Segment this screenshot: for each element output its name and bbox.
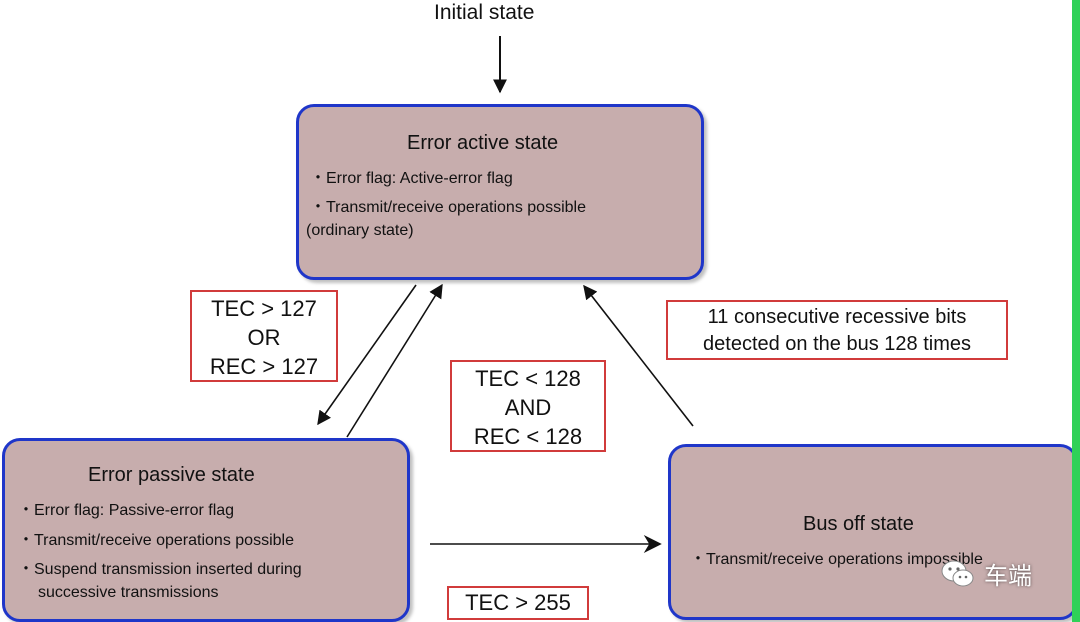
- error-passive-bullet-1: ・Error flag: Passive-error flag: [18, 502, 235, 519]
- condition-tec-rec-under-128: TEC < 128 AND REC < 128: [450, 360, 606, 452]
- watermark-text: 车端: [984, 563, 1032, 590]
- error-passive-title: Error passive state: [88, 464, 255, 486]
- edge-accent-bar: [1072, 0, 1080, 622]
- watermark: 车端: [940, 556, 1032, 591]
- bus-off-state-box: [668, 444, 1078, 620]
- condition-tec-over-255: TEC > 255: [447, 586, 589, 620]
- error-passive-bullet-3: ・Suspend transmission inserted during: [18, 561, 302, 578]
- condition-recessive-bits: 11 consecutive recessive bits detected o…: [666, 300, 1008, 360]
- error-passive-bullet-4: successive transmissions: [38, 584, 219, 601]
- condition-tec-rec-over-127: TEC > 127 OR REC > 127: [190, 290, 338, 382]
- error-active-bullet-1: ・Error flag: Active-error flag: [310, 170, 513, 187]
- error-passive-state-box: [2, 438, 410, 622]
- bus-off-title: Bus off state: [803, 513, 914, 535]
- error-active-title: Error active state: [407, 132, 559, 154]
- arrow-active-to-passive: [317, 284, 417, 426]
- initial-state-label: Initial state: [434, 1, 535, 24]
- bus-off-bullet-1: ・Transmit/receive operations impossible: [690, 551, 983, 568]
- wechat-icon: [941, 560, 974, 586]
- error-active-bullet-3: (ordinary state): [306, 222, 414, 239]
- error-passive-bullet-2: ・Transmit/receive operations possible: [18, 532, 294, 549]
- arrow-busoff-to-active: [583, 284, 694, 427]
- arrow-passive-to-active: [346, 283, 443, 438]
- error-active-state-box: [296, 104, 704, 280]
- error-active-bullet-2: ・Transmit/receive operations possible: [310, 199, 586, 216]
